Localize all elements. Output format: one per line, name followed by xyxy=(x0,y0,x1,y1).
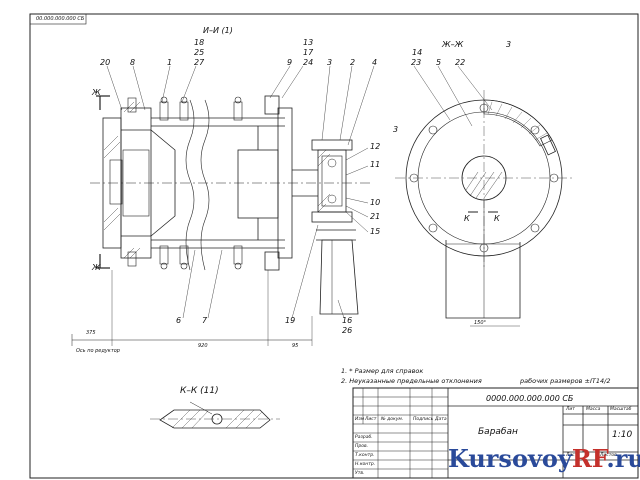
dim-150: 150° xyxy=(474,320,487,326)
title-block-list: Лист xyxy=(365,417,377,422)
callout-1: 1 xyxy=(167,58,173,67)
callout-2: 2 xyxy=(350,58,356,67)
callout-27: 27 xyxy=(194,58,205,67)
title-block-role-2: Т.контр. xyxy=(355,453,375,458)
callout-4: 4 xyxy=(372,58,378,67)
callout-8: 8 xyxy=(130,58,136,67)
title-block-sheet: Лист xyxy=(566,453,578,458)
site-watermark: KursovoyRF.ru xyxy=(448,444,640,473)
callout-6: 6 xyxy=(176,316,182,325)
callout-7: 7 xyxy=(202,316,208,325)
callout-12: 12 xyxy=(370,142,381,151)
watermark-part2: RF xyxy=(571,444,607,473)
callout-15: 15 xyxy=(370,227,381,236)
callout-10: 10 xyxy=(370,198,381,207)
callout-23: 23 xyxy=(411,58,422,67)
title-block-role-1: Пров. xyxy=(355,444,369,449)
callout-3: 3 xyxy=(327,58,333,67)
note-1: 1. * Размер для справок xyxy=(341,367,424,375)
section-scale-zz: 3 xyxy=(506,40,512,49)
section-arrow-zh-top: Ж xyxy=(92,88,101,97)
callout-5: 5 xyxy=(436,58,442,67)
callout-14: 14 xyxy=(412,48,423,57)
callout-13: 13 xyxy=(303,38,314,47)
section-arrow-k-left: К xyxy=(464,214,470,223)
callout-22: 22 xyxy=(455,58,466,67)
title-block-sign: Подпись xyxy=(413,417,434,422)
dim-920: 920 xyxy=(198,343,208,349)
title-block-docnum: № докум. xyxy=(381,417,404,422)
rotated-doc-code: 00.000.000.000 СБ xyxy=(36,16,85,22)
dim-375-note: Ось по редуктор xyxy=(76,348,120,354)
section-arrow-zh-bottom: Ж xyxy=(92,263,101,272)
section-title-main: И–И (1) xyxy=(203,26,233,35)
section-arrow-k-right: К xyxy=(494,214,500,223)
callout-17: 17 xyxy=(303,48,314,57)
title-block-scale: 1:10 xyxy=(612,430,633,440)
note-2-cont: рабочих размеров ±IT14/2 xyxy=(520,377,611,385)
callout-26: 26 xyxy=(342,326,353,335)
dim-375: 375 xyxy=(86,330,96,336)
title-block-sheets: Листов xyxy=(600,453,617,458)
title-block-role-3: Н.контр. xyxy=(355,462,376,467)
title-block-role-0: Разраб. xyxy=(355,435,373,440)
section-title-kk: К–К (11) xyxy=(180,386,219,396)
section-title-zz: Ж–Ж xyxy=(442,40,464,49)
title-block-col-scale: Масштаб xyxy=(610,407,632,412)
dim-95: 95 xyxy=(292,343,299,349)
title-block-role-4: Утв. xyxy=(355,471,365,476)
callout-24: 24 xyxy=(303,58,314,67)
callout-9: 9 xyxy=(287,58,293,67)
callout-25: 25 xyxy=(194,48,205,57)
title-block-izm: Изм xyxy=(355,417,365,422)
callout-18: 18 xyxy=(194,38,205,47)
note-2: 2. Неуказанные предельные отклонения xyxy=(341,377,482,385)
title-block-doc-code: 0000.000.000.000 СБ xyxy=(486,394,574,403)
title-block-name: Барабан xyxy=(478,427,518,437)
title-block-date: Дата xyxy=(435,417,447,422)
callout-21: 21 xyxy=(370,212,381,221)
title-block-col-mass: Масса xyxy=(586,407,601,412)
section-scale-3: 3 xyxy=(393,125,399,134)
callout-11: 11 xyxy=(370,160,381,169)
watermark-part1: Kursovoy xyxy=(448,444,572,473)
callout-20: 20 xyxy=(100,58,111,67)
callout-16: 16 xyxy=(342,316,353,325)
callout-19: 19 xyxy=(285,316,296,325)
watermark-part3: .ru xyxy=(606,444,640,473)
title-block-col-lit: Лит xyxy=(566,407,575,412)
